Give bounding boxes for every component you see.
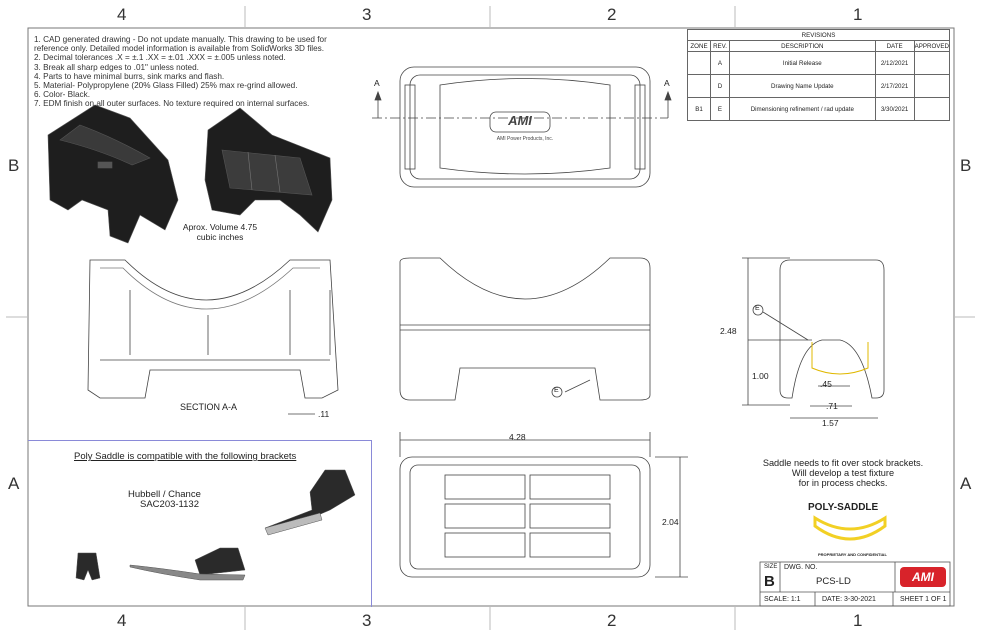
size-label: SIZE (764, 564, 778, 570)
rev-header: ZONE (687, 40, 711, 52)
section-marker-right: A (664, 78, 670, 88)
date-text: DATE: 3-30-2021 (822, 596, 876, 603)
compat-brand: Hubbell / Chance (128, 489, 201, 500)
rev-cell: A (710, 51, 730, 75)
dim-height: 2.48 (720, 326, 737, 336)
volume-line: cubic inches (196, 232, 244, 242)
rev-cell: Dimensioning refinement / rad update (729, 97, 876, 121)
section-marker-left: A (374, 78, 380, 88)
fixture-note: Saddle needs to fit over stock brackets.… (748, 458, 938, 488)
zone-letter-a-left: A (8, 474, 20, 493)
rev-cell: Drawing Name Update (729, 74, 876, 98)
dwg-value: PCS-LD (816, 576, 851, 587)
front-view (399, 257, 651, 401)
compat-title: Poly Saddle is compatible with the follo… (74, 451, 297, 462)
title-block (759, 561, 951, 607)
rev-cell (913, 97, 951, 121)
zone-number-2-bottom: 2 (607, 611, 617, 630)
rev-cell (913, 51, 951, 75)
dim-71: .71 (826, 401, 838, 411)
note-line: 5. Material- Polypropylene (20% Glass Fi… (34, 81, 298, 91)
fixture-line: Will develop a test fixture (791, 468, 895, 478)
zone-letter-b-left: B (8, 156, 20, 175)
drawing-notes: 1. CAD generated drawing - Do not update… (34, 35, 374, 109)
fixture-line: for in process checks. (798, 478, 888, 488)
note-line: reference only. Detailed model informati… (34, 44, 325, 54)
zone-number-3-bottom: 3 (362, 611, 372, 630)
note-line: 3. Break all sharp edges to .01" unless … (34, 62, 199, 72)
zone-number-2-top: 2 (607, 5, 617, 24)
rev-cell: 3/30/2021 (874, 97, 915, 121)
rev-header: DATE (874, 40, 915, 52)
table-row: A Initial Release 2/12/2021 (687, 51, 951, 75)
part-logo-caption: AMI Power Products, Inc. (496, 136, 554, 142)
rev-flag-side: E (755, 305, 760, 312)
zone-letter-a-right: A (960, 474, 972, 493)
rev-header: DESCRIPTION (729, 40, 876, 52)
part-logo: AMI (508, 113, 532, 128)
rev-cell: 2/12/2021 (874, 51, 915, 75)
dim-wall: .11 (318, 409, 330, 419)
table-row: B1 E Dimensioning refinement / rad updat… (687, 97, 951, 121)
zone-number-1-bottom: 1 (853, 611, 863, 630)
rev-cell: Initial Release (729, 51, 876, 75)
top-view (372, 66, 672, 188)
sheet-text: SHEET 1 OF 1 (900, 596, 947, 603)
revisions-title: REVISIONS (687, 29, 950, 41)
rev-cell: E (710, 97, 730, 121)
rev-cell (687, 74, 711, 98)
side-view (742, 257, 885, 419)
size-value: B (764, 573, 775, 590)
compat-part: SAC203-1132 (140, 499, 199, 510)
bracket-renders (75, 469, 356, 581)
rev-cell: B1 (687, 97, 711, 121)
dim-width: 2.04 (662, 517, 679, 527)
zone-letter-b-right: B (960, 156, 972, 175)
note-line: 6. Color- Black. (34, 90, 90, 100)
fixture-line: Saddle needs to fit over stock brackets. (762, 458, 924, 468)
dim-length: 4.28 (509, 432, 526, 442)
iso-view-saddle-bottom (204, 107, 333, 233)
table-row: D Drawing Name Update 2/17/2021 (687, 74, 951, 98)
scale-text: SCALE: 1:1 (764, 596, 801, 603)
volume-line: Aprox. Volume 4.75 (182, 222, 258, 232)
dim-45: .45 (820, 379, 832, 389)
volume-note: Aprox. Volume 4.75 cubic inches (170, 222, 270, 242)
zone-number-1-top: 1 (853, 5, 863, 24)
note-line: 4. Parts to have minimal burrs, sink mar… (34, 71, 225, 81)
rev-header: APPROVED (913, 40, 951, 52)
dwg-label: DWG. NO. (784, 564, 818, 571)
dim-157: 1.57 (822, 418, 839, 428)
section-view (87, 259, 339, 415)
brand-caption: PROPRIETARY AND CONFIDENTIAL (818, 552, 887, 557)
revisions-table: REVISIONS ZONE REV. DESCRIPTION DATE APP… (687, 29, 951, 121)
poly-saddle-arc (813, 515, 887, 541)
iso-view-saddle-top (47, 104, 179, 244)
title-logo: AMI (900, 567, 946, 587)
rev-cell: 2/17/2021 (874, 74, 915, 98)
note-line: 2. Decimal tolerances .X = ±.1 .XX = ±.0… (34, 53, 286, 63)
note-line: 1. CAD generated drawing - Do not update… (34, 35, 327, 44)
brand-name: POLY-SADDLE (808, 502, 879, 513)
rev-cell (687, 51, 711, 75)
zone-number-3-top: 3 (362, 5, 372, 24)
rev-cell: D (710, 74, 730, 98)
note-line: 7. EDM finish on all outer surfaces. No … (34, 99, 310, 109)
rev-cell (913, 74, 951, 98)
bracket-compat-panel (28, 440, 372, 607)
zone-number-4-top: 4 (117, 5, 127, 24)
dim-inner-height: 1.00 (752, 371, 769, 381)
rev-header: REV. (710, 40, 730, 52)
section-label: SECTION A-A (180, 402, 238, 412)
zone-number-4-bottom: 4 (117, 611, 127, 630)
bottom-view (399, 432, 688, 578)
rev-flag-front: E (554, 387, 559, 394)
